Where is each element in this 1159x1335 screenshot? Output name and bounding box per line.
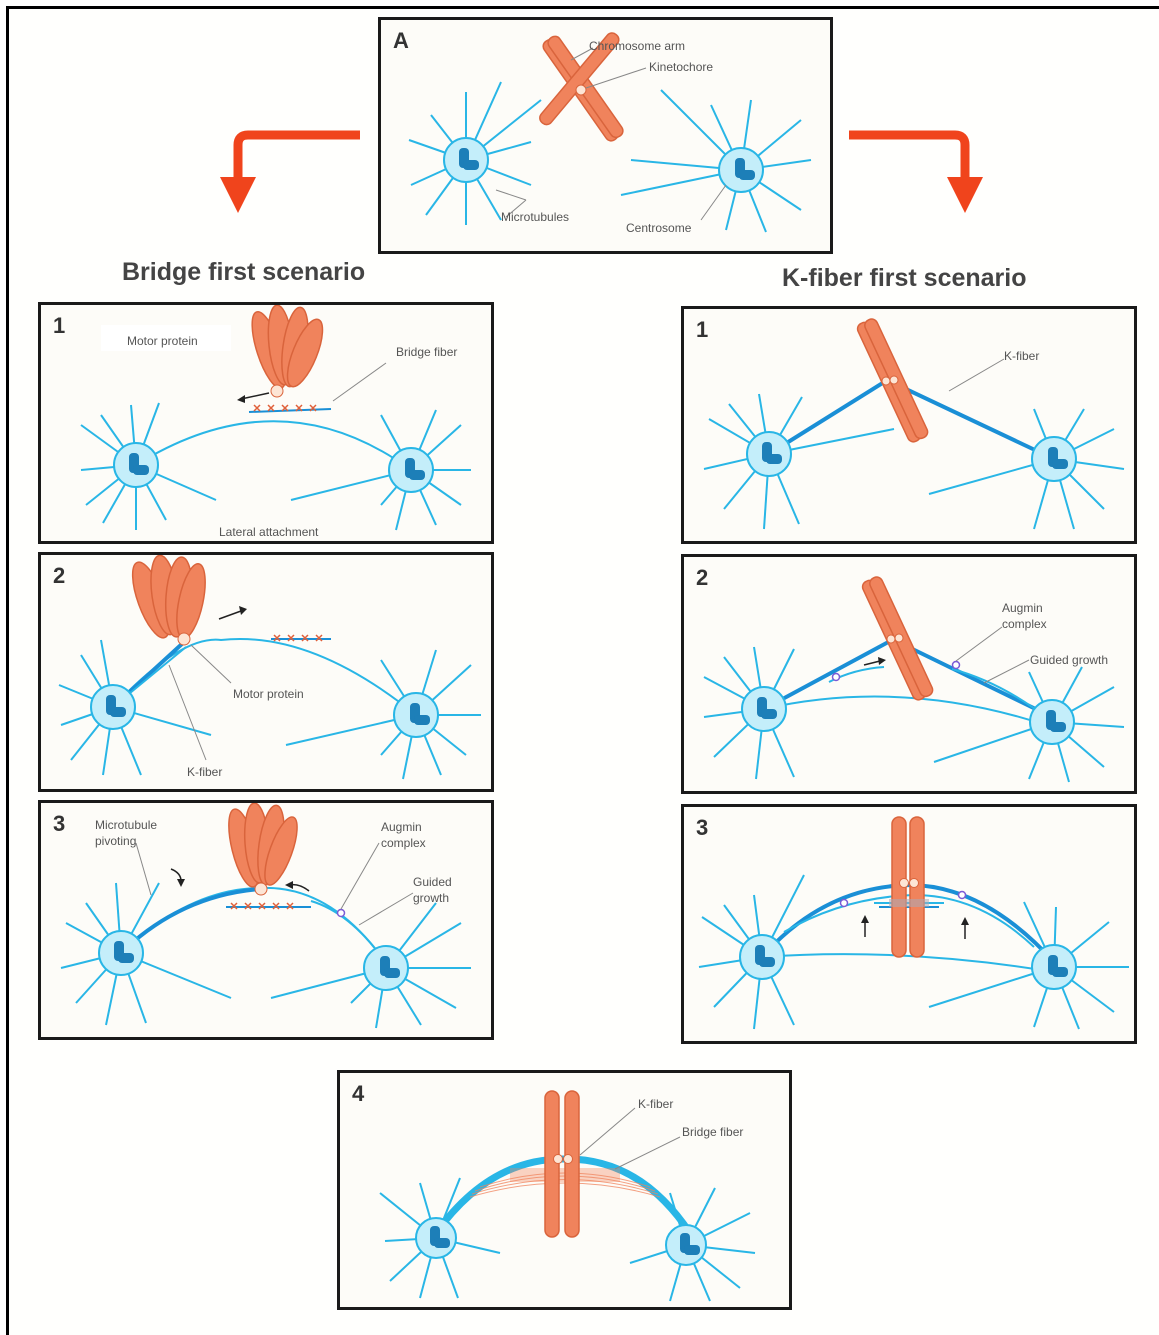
right-aster <box>286 650 481 779</box>
bridge-first-heading: Bridge first scenario <box>122 258 365 287</box>
right-aster <box>929 409 1124 529</box>
bridge-fiber <box>249 409 331 412</box>
label-bridge-fiber: Bridge fiber <box>682 1125 743 1140</box>
bridge-2-number: 2 <box>53 563 65 589</box>
label-microtubule-pivoting: Microtubule pivoting <box>95 817 175 849</box>
motion-arrow <box>219 611 241 619</box>
label-k-fiber: K-fiber <box>638 1097 673 1112</box>
bridge-3-number: 3 <box>53 811 65 837</box>
kfiber-3-drawing <box>684 807 1134 1041</box>
panel-a-number: A <box>393 28 409 54</box>
label-lateral-attachment: Lateral attachment <box>219 525 318 540</box>
kfiber-first-heading: K-fiber first scenario <box>782 264 1027 293</box>
panel-kfiber-2: 2 Augmin complex Guided growth <box>681 554 1137 794</box>
label-motor-protein: Motor protein <box>127 334 198 349</box>
growth-arrow-head <box>878 657 886 665</box>
kfiber-1-drawing <box>684 309 1134 541</box>
kinetochore <box>255 883 267 895</box>
chromosome <box>545 1091 579 1237</box>
motion-arrow-head <box>237 395 245 403</box>
kfiber-2-number: 2 <box>696 565 708 591</box>
augmin-dot-left <box>833 674 840 681</box>
augmin-dot <box>338 910 345 917</box>
overlap-zone <box>889 899 929 907</box>
final-4-number: 4 <box>352 1081 364 1107</box>
kinetochore-b <box>895 634 903 642</box>
label-guided-growth: Guided growth <box>413 874 469 906</box>
kfiber-2-drawing <box>684 557 1134 791</box>
right-aster <box>934 667 1124 782</box>
label-augmin-complex: Augmin complex <box>1002 600 1062 632</box>
chromosome <box>223 803 304 890</box>
long-mt <box>762 954 1054 972</box>
label-guided-growth: Guided growth <box>1030 653 1108 668</box>
panel-final-4: 4 K-fiber Bridge fiber <box>337 1070 792 1310</box>
bridge-1-drawing <box>41 305 491 541</box>
augmin-dot-left <box>841 900 848 907</box>
kinetochore-a <box>882 377 890 385</box>
label-kinetochore: Kinetochore <box>649 60 713 75</box>
right-aster <box>929 902 1129 1029</box>
kfiber-3-number: 3 <box>696 815 708 841</box>
augmin-dot-right <box>959 892 966 899</box>
push-arrow-head-left <box>861 915 869 923</box>
bridge-arc <box>113 639 416 715</box>
label-chromosome-arm: Chromosome arm <box>589 39 685 54</box>
kinetochore-b <box>564 1155 573 1164</box>
chromosome <box>245 305 329 392</box>
right-aster <box>621 90 811 232</box>
growth-arrow-head <box>285 881 293 889</box>
motion-arrow-head <box>239 606 247 615</box>
bridge-1-number: 1 <box>53 313 65 339</box>
motion-arrow <box>241 393 269 399</box>
label-centrosome: Centrosome <box>626 221 691 236</box>
right-red-arrow <box>845 125 995 220</box>
final-4-drawing <box>340 1073 789 1307</box>
k-fiber <box>121 889 261 953</box>
panel-kfiber-1: 1 K-fiber <box>681 306 1137 544</box>
k-fiber-arc <box>762 885 1054 962</box>
left-aster <box>61 883 231 1025</box>
panel-bridge-2: 2 Motor protein K-fiber <box>38 552 494 792</box>
augmin-dot-right <box>953 662 960 669</box>
kinetochore <box>271 385 283 397</box>
bridge-2-drawing <box>41 555 491 789</box>
panel-bridge-3: 3 Microtubule pivoting Augmin complex Gu… <box>38 800 494 1040</box>
left-red-arrow <box>218 125 368 220</box>
kinetochore-b <box>910 879 919 888</box>
label-augmin-complex: Augmin complex <box>381 819 441 851</box>
bridge-leader <box>333 363 386 401</box>
kinetochore <box>576 85 586 95</box>
label-bridge-fiber: Bridge fiber <box>396 345 457 360</box>
kinetochore-b <box>890 376 898 384</box>
panel-a-drawing <box>381 20 830 251</box>
bridge-arc <box>136 421 411 470</box>
push-arrow-head-right <box>961 917 969 925</box>
label-k-fiber: K-fiber <box>1004 349 1039 364</box>
label-microtubules: Microtubules <box>501 210 569 225</box>
panel-a: A Chromosome arm Kinetochore Microtubule… <box>378 17 833 254</box>
bridge-2-leaders <box>169 645 231 760</box>
left-aster <box>704 394 894 529</box>
panel-kfiber-3: 3 <box>681 804 1137 1044</box>
kinetochore <box>178 633 190 645</box>
kinetochore-a <box>900 879 909 888</box>
right-aster <box>291 410 471 530</box>
kfiber-1-number: 1 <box>696 317 708 343</box>
pivot-arrow-head <box>177 879 185 887</box>
panel-bridge-1: 1 Motor protein Bridge fiber Lateral att… <box>38 302 494 544</box>
kinetochore-a <box>554 1155 563 1164</box>
long-mt <box>764 697 1052 727</box>
k-fiber-leader <box>949 359 1004 391</box>
label-k-fiber: K-fiber <box>187 765 222 780</box>
growth-arrow <box>864 661 880 665</box>
chromosome <box>125 555 211 642</box>
label-motor-protein: Motor protein <box>233 687 304 702</box>
kinetochore-a <box>887 635 895 643</box>
